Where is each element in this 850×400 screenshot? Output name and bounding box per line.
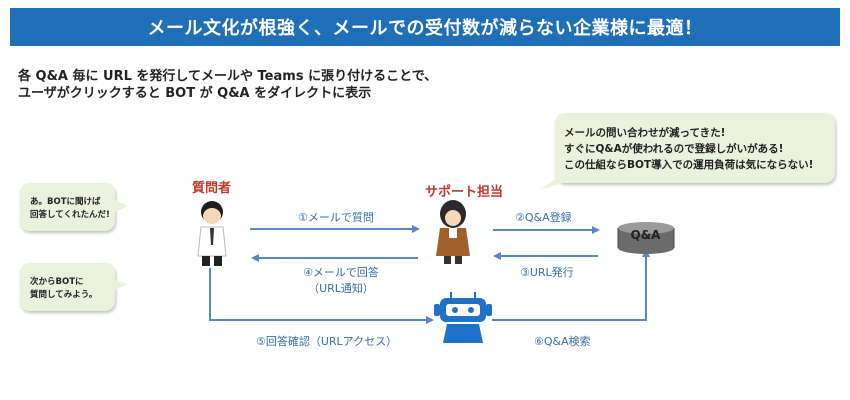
intro-line-1: 各 Q&A 毎に URL を発行してメールや Teams に張り付けることで、	[18, 69, 438, 84]
bubble-line: 回答してくれたんだ!	[30, 210, 110, 220]
bubble-line: すぐにQ&Aが使われるので登録しがいがある!	[564, 143, 784, 155]
intro-text: 各 Q&A 毎に URL を発行してメールや Teams に張り付けることで、 …	[18, 68, 437, 102]
step3-label: ③URL発行	[520, 266, 574, 279]
arrow-step5	[209, 268, 434, 324]
user-speech-bubble-bottom: 次からBOTに 質問してみよう。	[20, 263, 115, 311]
step1-label: ①メールで質問	[298, 211, 374, 224]
support-speech-bubble: メールの問い合わせが減ってきた! すぐにQ&Aが使われるので登録しがいがある! …	[555, 113, 835, 183]
user-speech-bubble-top: あ。BOTに聞けば 回答してくれたんだ!	[20, 183, 115, 231]
questioner-label: 質問者	[192, 181, 232, 196]
bubble-line: メールの問い合わせが減ってきた!	[564, 127, 726, 139]
step6-label: ⑥Q&A検索	[534, 335, 591, 348]
support-label: サポート担当	[425, 185, 504, 200]
step4-line-1: ④メールで回答	[303, 266, 379, 279]
step4-label: ④メールで回答 （URL通知）	[296, 264, 386, 296]
bubble-tail	[115, 280, 128, 290]
database-label: Q&A	[630, 228, 661, 242]
support-staff-icon	[436, 200, 470, 264]
database-icon	[617, 222, 675, 254]
questioner-icon	[197, 201, 227, 266]
intro-line-2: ユーザがクリックすると BOT が Q&A をダイレクトに表示	[18, 86, 372, 101]
arrow-step6	[492, 249, 650, 321]
bubble-tail	[540, 170, 585, 190]
bubble-line: 質問してみよう。	[30, 290, 98, 300]
bot-robot-icon	[434, 292, 492, 343]
bubble-line: 次からBOTに	[30, 277, 84, 287]
banner-title: メール文化が根強く、メールでの受付数が減らない企業様に最適！	[10, 8, 840, 46]
step2-label: ②Q&A登録	[515, 211, 572, 224]
bubble-line: あ。BOTに聞けば	[30, 197, 101, 207]
step4-line-2: （URL通知）	[308, 282, 374, 295]
bubble-tail	[115, 200, 128, 212]
bubble-line: この仕組ならBOT導入での運用負荷は気にならない!	[564, 159, 814, 171]
step5-label: ⑤回答確認（URLアクセス）	[256, 335, 398, 348]
